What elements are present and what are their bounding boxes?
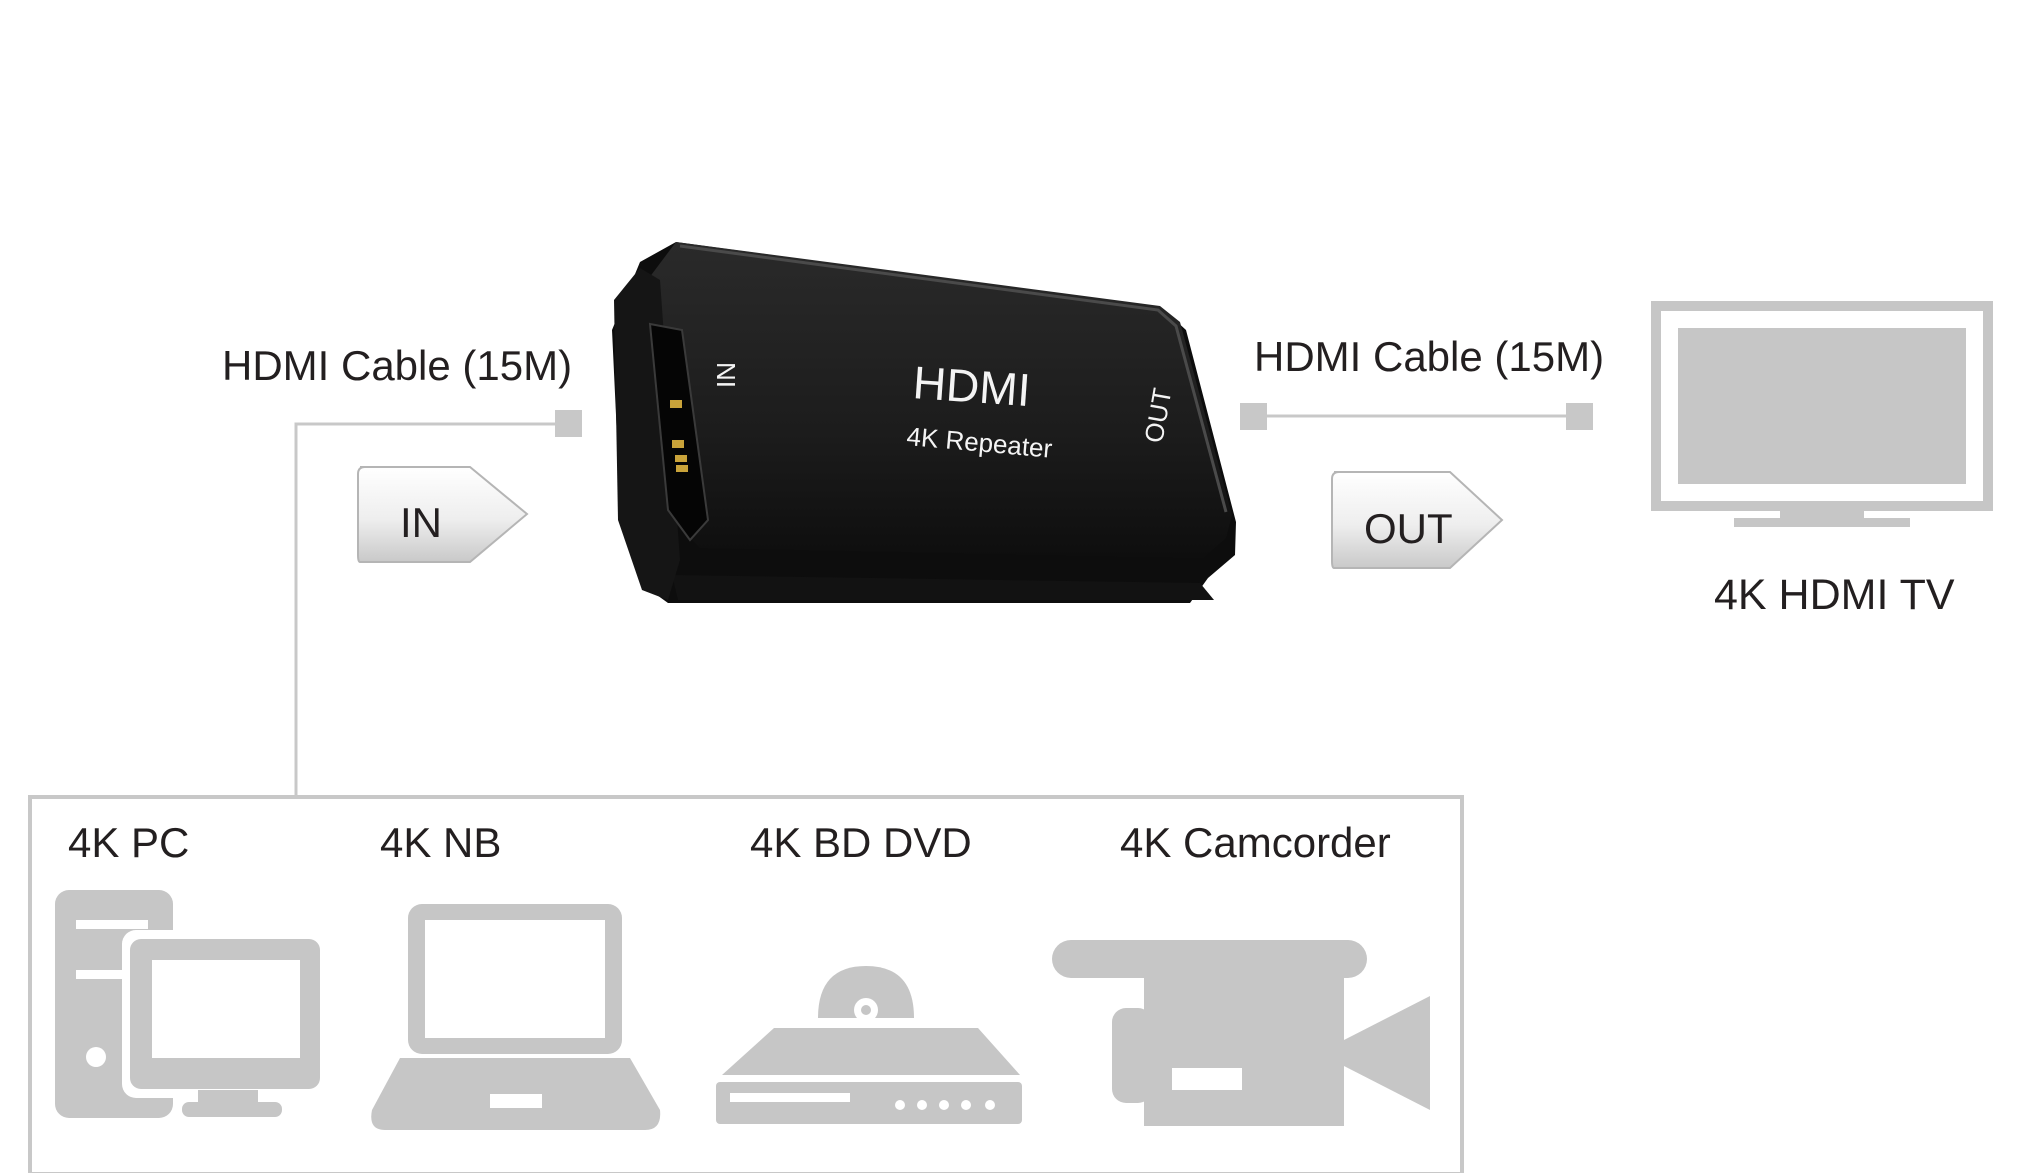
source-label-camcorder: 4K Camcorder (1120, 819, 1391, 866)
input-cable-line (294, 422, 565, 797)
desktop-pc-icon (55, 890, 330, 1118)
source-label-nb: 4K NB (380, 819, 502, 866)
output-cable-connector-right (1566, 403, 1593, 430)
source-label-pc: 4K PC (68, 819, 190, 866)
output-cable-connector-left (1240, 403, 1267, 430)
dvd-player-icon (716, 966, 1022, 1124)
device-in-port-label: IN (711, 362, 741, 388)
input-cable-label: HDMI Cable (15M) (222, 342, 573, 389)
out-arrow: OUT (1331, 471, 1504, 569)
source-label-bd-dvd: 4K BD DVD (750, 819, 972, 866)
input-cable-connector (555, 410, 582, 437)
hdmi-repeater-icon: HDMI 4K Repeater IN OUT (612, 242, 1236, 603)
sources-frame (28, 795, 1464, 1173)
laptop-icon (371, 904, 661, 1130)
camcorder-icon (1052, 940, 1430, 1126)
output-cable-label: HDMI Cable (15M) (1254, 333, 1605, 380)
in-arrow: IN (357, 466, 529, 563)
tv-icon (1651, 301, 1993, 527)
device-brand: HDMI (911, 356, 1032, 416)
out-arrow-label: OUT (1364, 505, 1453, 552)
display-label: 4K HDMI TV (1714, 571, 1955, 619)
in-arrow-label: IN (400, 499, 442, 546)
